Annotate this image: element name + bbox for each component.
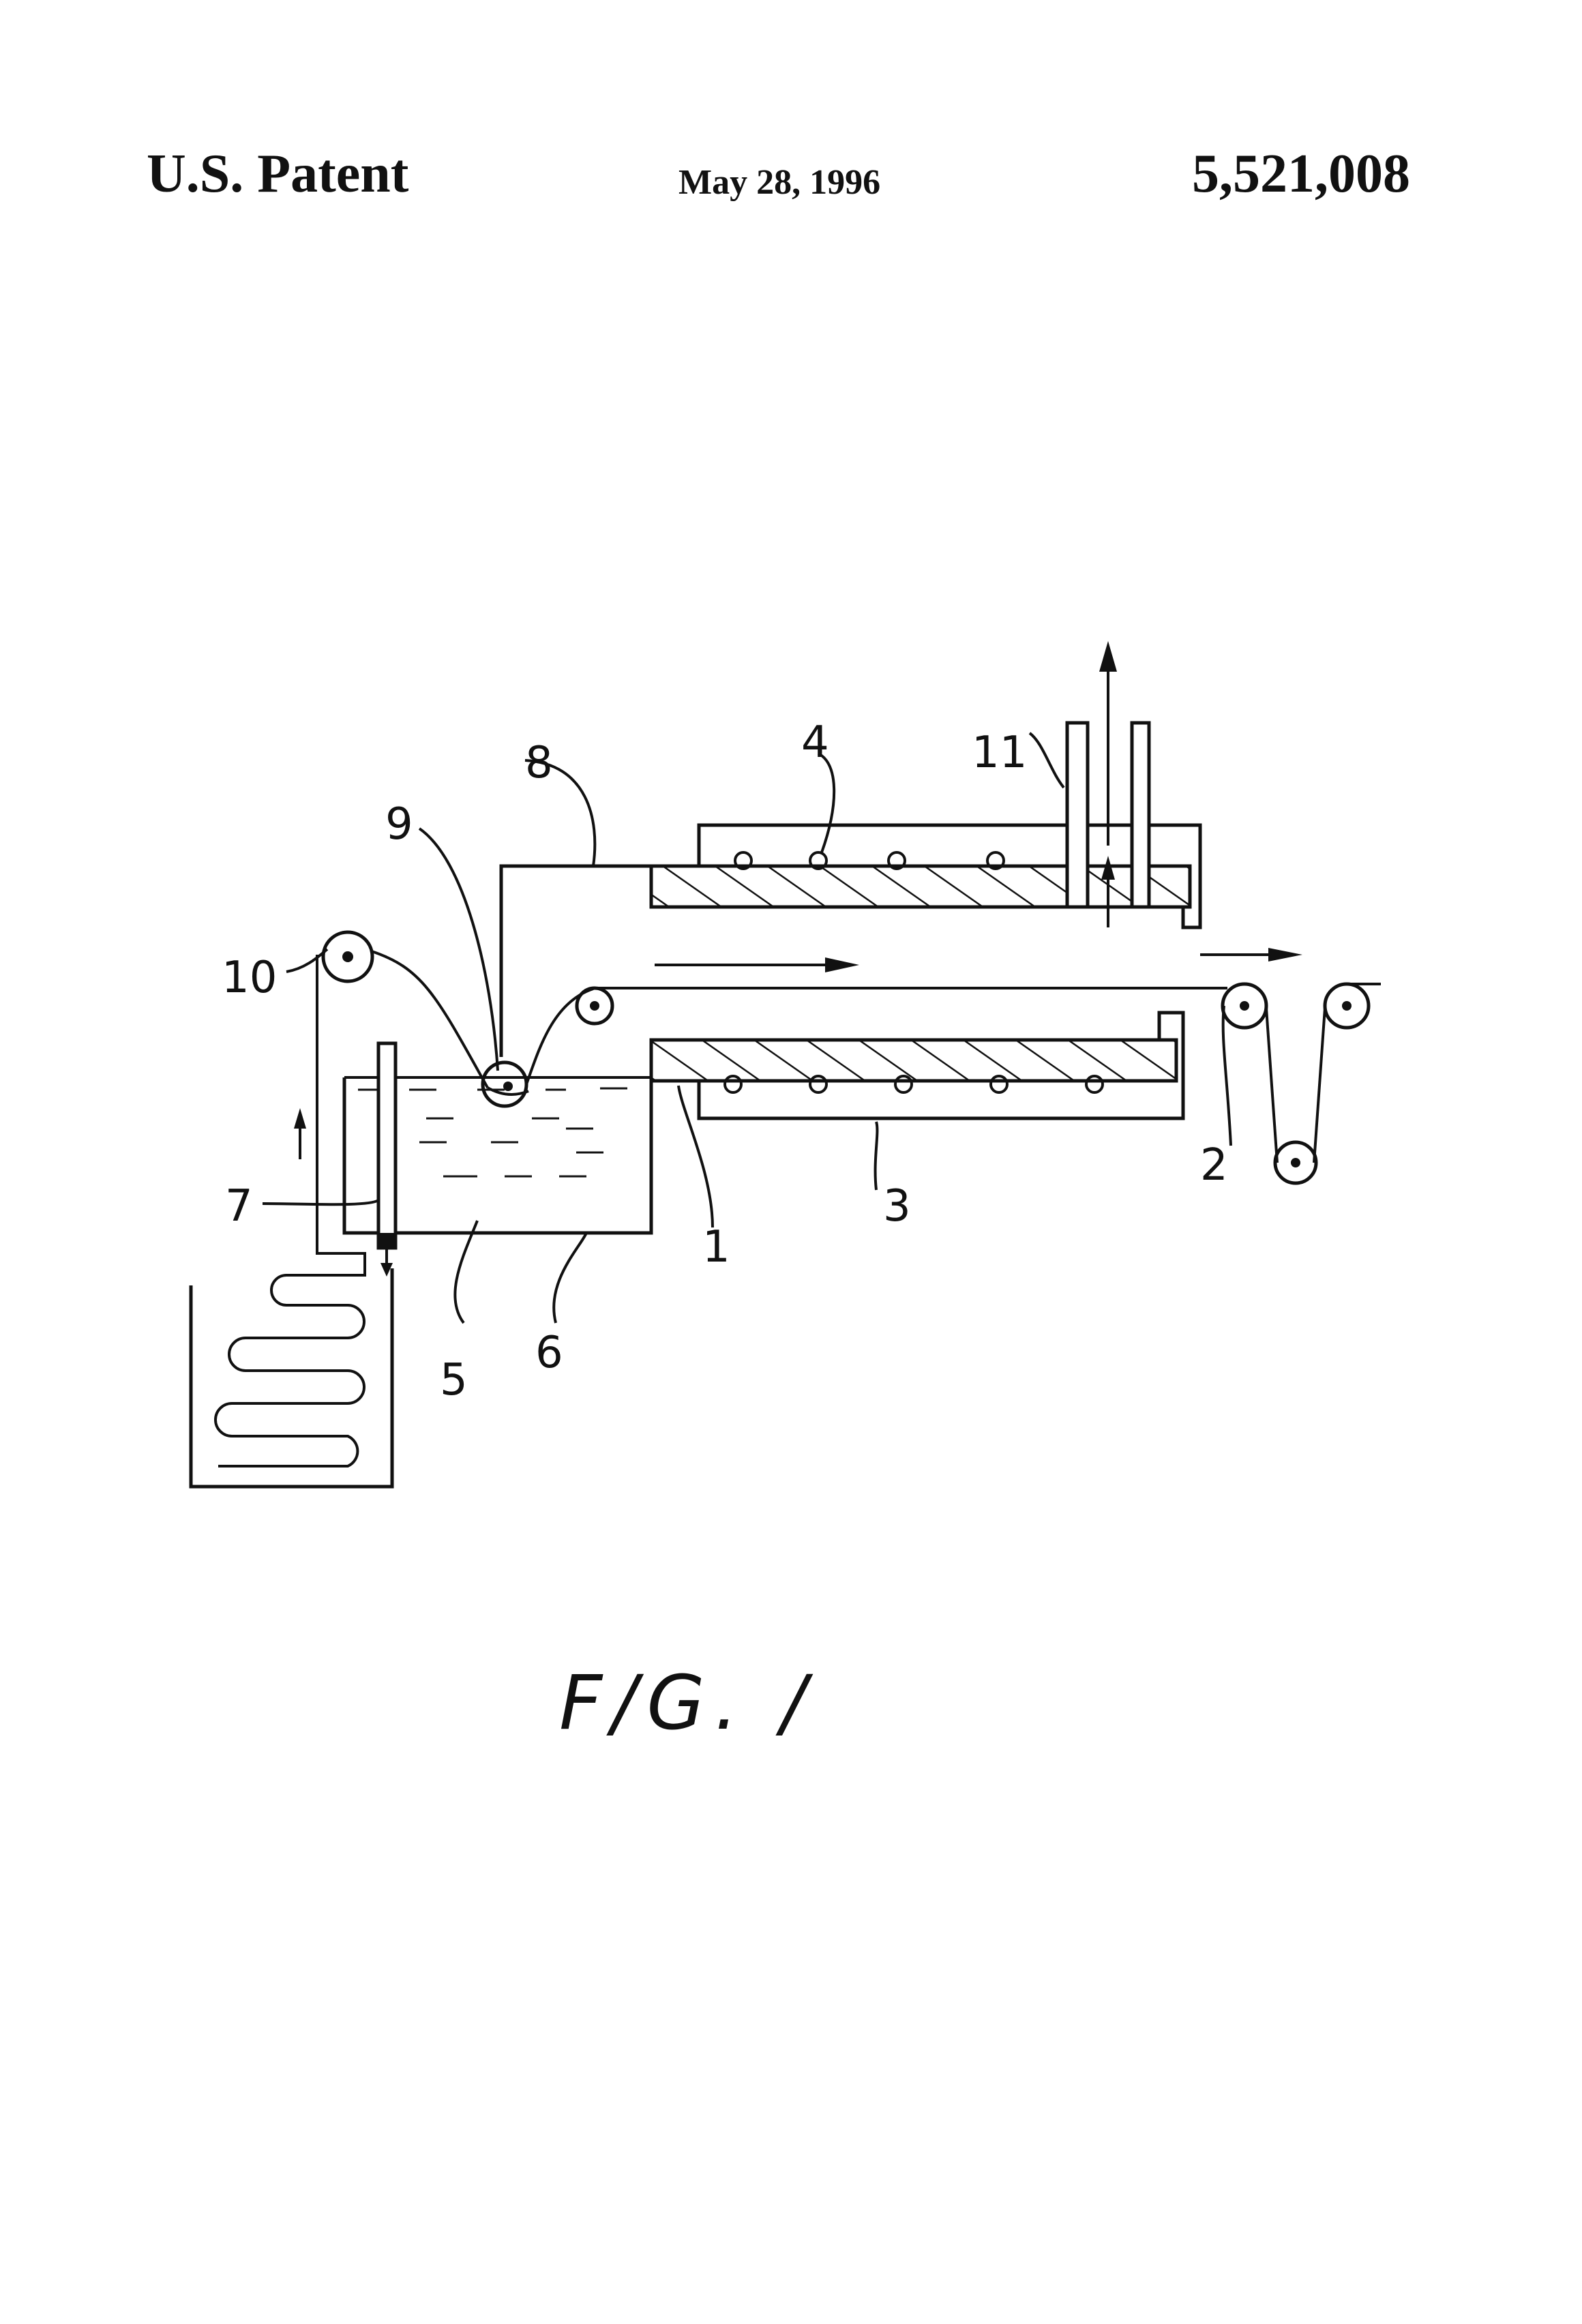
figure-caption: F/G. / — [559, 1659, 816, 1746]
label-9: 9 — [385, 799, 413, 850]
patent-number: 5,521,008 — [1192, 144, 1410, 204]
label-5: 5 — [440, 1355, 468, 1405]
label-11: 11 — [972, 728, 1027, 778]
label-6: 6 — [535, 1328, 563, 1378]
label-10: 10 — [222, 953, 277, 1003]
upper-heater — [649, 823, 1202, 929]
leader-lines — [262, 732, 1232, 1324]
fiber-path — [321, 930, 1381, 1185]
patent-header-label: U.S. Patent — [147, 144, 409, 204]
fiber-supply-coil — [189, 955, 394, 1489]
label-8: 8 — [525, 738, 553, 788]
label-4: 4 — [801, 717, 829, 768]
exhaust-pipe — [1065, 641, 1151, 927]
lower-heater — [649, 1011, 1185, 1120]
label-3: 3 — [883, 1181, 911, 1232]
label-1: 1 — [702, 1222, 730, 1272]
immersion-heater — [376, 1041, 398, 1277]
patent-date: May 28, 1996 — [678, 163, 881, 202]
enclosure-wall — [499, 864, 651, 1057]
label-2: 2 — [1200, 1140, 1228, 1191]
label-7: 7 — [225, 1181, 253, 1232]
